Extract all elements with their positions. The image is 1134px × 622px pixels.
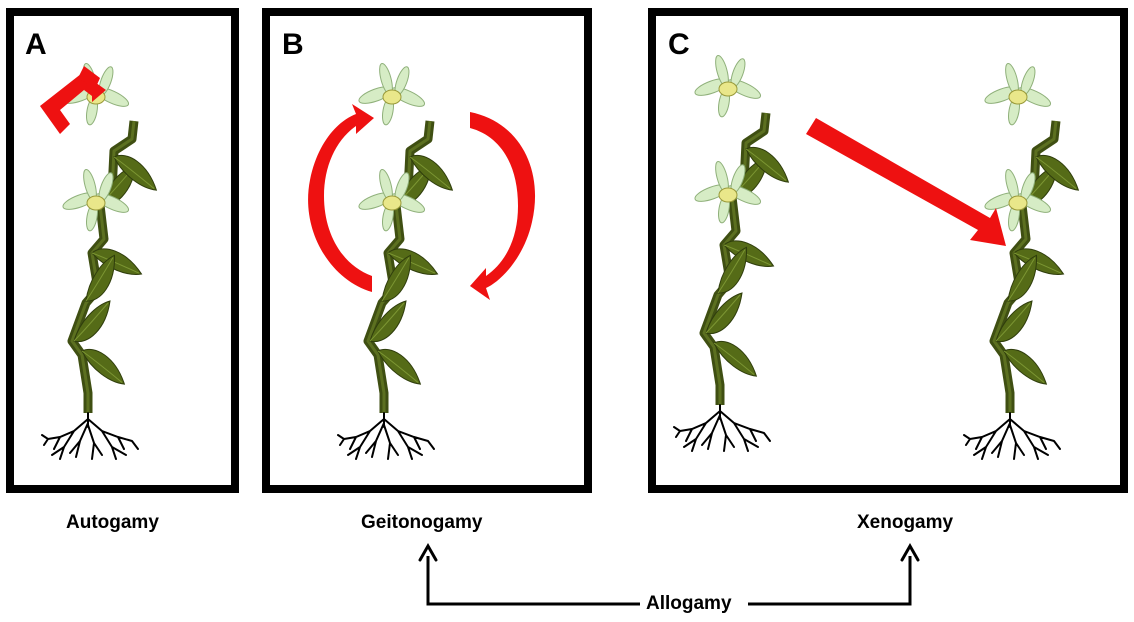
plant-c-left bbox=[674, 54, 788, 451]
allogamy-arrowheads bbox=[420, 546, 918, 560]
xenogamy-arrow bbox=[806, 118, 1006, 246]
allogamy-bracket bbox=[428, 556, 910, 604]
plant-c-right bbox=[964, 62, 1078, 459]
